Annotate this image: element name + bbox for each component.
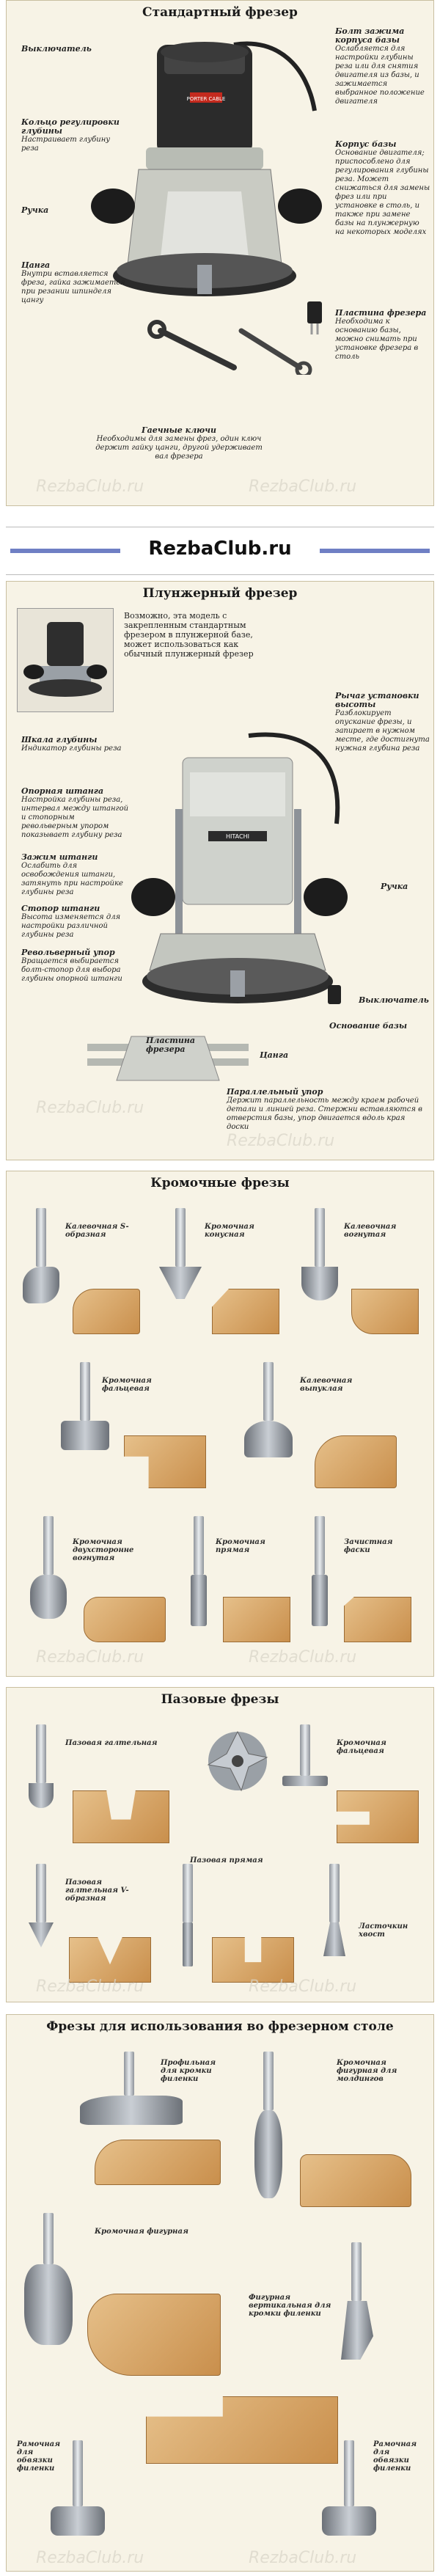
bit-name: Фигурная вертикальная для кромки филенки: [249, 2294, 331, 2318]
bit-name: Пазовая галтельная V-образная: [65, 1878, 129, 1903]
section-title: Пазовые фрезы: [161, 1692, 279, 1707]
bit-card: Кромочная фальцевая: [190, 1717, 425, 1856]
watermark: RezbaClub.ru: [249, 477, 357, 496]
banner-bar-right: [320, 549, 430, 553]
label-switch: Выключатель: [359, 995, 429, 1005]
bit-card: Фигурная вертикальная для кромки филенки: [241, 2235, 425, 2382]
bit-name: Рамочная для обвязки филенки: [373, 2440, 417, 2473]
bit-card: Калевочная вогнутая: [293, 1201, 425, 1347]
bit-card: Зачистная фаски: [300, 1509, 425, 1655]
label-base: Основание базы: [329, 1021, 408, 1031]
bit-name: Калевочная выпуклая: [300, 1377, 353, 1393]
bit-card: Кромочная фигурная для молдингов: [234, 2044, 425, 2235]
bit-card: Кромочная фальцевая: [51, 1355, 219, 1501]
watermark: RezbaClub.ru: [36, 1977, 144, 1996]
watermark: RezbaClub.ru: [227, 1132, 335, 1150]
bit-card: Рамочная для обвязки филенки: [14, 2396, 146, 2565]
watermark: RezbaClub.ru: [36, 2549, 144, 2567]
groove-bits-panel: Пазовые фрезы Пазовая галтельная Кромочн…: [6, 1687, 434, 2002]
router-photo: [17, 608, 114, 712]
bit-card: Ласточкин хвост: [307, 1856, 425, 1996]
bit-card: Кромочная прямая: [179, 1509, 296, 1655]
bit-name: Ласточкин хвост: [359, 1922, 408, 1939]
watermark: RezbaClub.ru: [249, 1648, 357, 1666]
bit-card: Кромочная конусная: [153, 1201, 285, 1347]
watermark: RezbaClub.ru: [249, 2549, 357, 2567]
bit-card: Калевочная выпуклая: [234, 1355, 425, 1501]
bit-name: Калевочная S-образная: [65, 1223, 129, 1239]
bit-name: Кромочная прямая: [216, 1538, 265, 1554]
bit-name: Кромочная двухсторонне вогнутая: [73, 1538, 134, 1562]
bit-card: Пазовая галтельная: [14, 1717, 183, 1856]
bit-name: Зачистная фаски: [344, 1538, 393, 1554]
label-router-plate: Пластина фрезера: [146, 1036, 196, 1054]
bit-card: Рамочная для обвязки филенки: [300, 2396, 425, 2565]
bit-name: Профильная для кромки филенки: [161, 2059, 216, 2083]
standard-router-panel: Стандартный фрезер PORTER CABLE Вык: [6, 0, 434, 506]
bit-name: Кромочная фальцевая: [102, 1377, 152, 1393]
edge-bits-panel: Кромочные фрезы Калевочная S-образная Кр…: [6, 1171, 434, 1677]
watermark: RezbaClub.ru: [36, 1648, 144, 1666]
bit-name: Кромочная фигурная для молдингов: [337, 2059, 397, 2083]
bit-card: Кромочная фигурная: [14, 2206, 234, 2389]
section-title: Плунжерный фрезер: [142, 586, 298, 601]
standard-router-illustration: PORTER CABLE: [91, 41, 322, 375]
bit-card: Пазовая галтельная V-образная: [14, 1856, 161, 1996]
router-brand: HITACHI: [226, 833, 249, 840]
site-banner: RezbaClub.ru: [6, 527, 434, 575]
section-title: Кромочные фрезы: [150, 1176, 290, 1190]
bit-name: Кромочная фигурная: [95, 2228, 188, 2236]
bit-card: Профильная для кромки филенки: [14, 2044, 227, 2191]
plunge-router-panel: Плунжерный фрезер Возможно, эта модель с…: [6, 581, 434, 1160]
bit-name: Рамочная для обвязки филенки: [17, 2440, 61, 2473]
slotting-cutter-illustration: [207, 1730, 268, 1792]
watermark: RezbaClub.ru: [249, 1977, 357, 1996]
bit-name: Кромочная конусная: [205, 1223, 254, 1239]
bit-name: Пазовая галтельная: [65, 1739, 158, 1747]
label-handle: Ручка: [21, 205, 49, 215]
bit-name: Калевочная вогнутая: [344, 1223, 397, 1239]
label-switch: Выключатель: [21, 44, 92, 54]
section-title: Фрезы для использования во фрезерном сто…: [46, 2019, 394, 2034]
watermark: RezbaClub.ru: [36, 477, 144, 496]
label-collet: Цанга: [260, 1050, 289, 1060]
bit-card: Пазовая прямая: [161, 1856, 307, 1996]
table-bits-panel: Фрезы для использования во фрезерном сто…: [6, 2014, 434, 2572]
edge-guide-illustration: [87, 1036, 249, 1081]
bit-card: Кромочная двухсторонне вогнутая: [14, 1509, 175, 1655]
watermark: RezbaClub.ru: [36, 1099, 144, 1117]
banner-text: RezbaClub.ru: [148, 538, 292, 560]
bit-name: Кромочная фальцевая: [337, 1739, 386, 1755]
banner-bar-left: [10, 549, 120, 553]
label-handle: Ручка: [381, 882, 408, 891]
bit-name: Пазовая прямая: [190, 1856, 263, 1865]
section-title: Стандартный фрезер: [142, 5, 298, 20]
bit-card: Калевочная S-образная: [14, 1201, 146, 1347]
plunge-intro-text: Возможно, эта модель с закрепленным стан…: [124, 611, 254, 659]
router-brand: PORTER CABLE: [187, 96, 226, 102]
plunge-router-illustration: HITACHI: [131, 732, 348, 1004]
